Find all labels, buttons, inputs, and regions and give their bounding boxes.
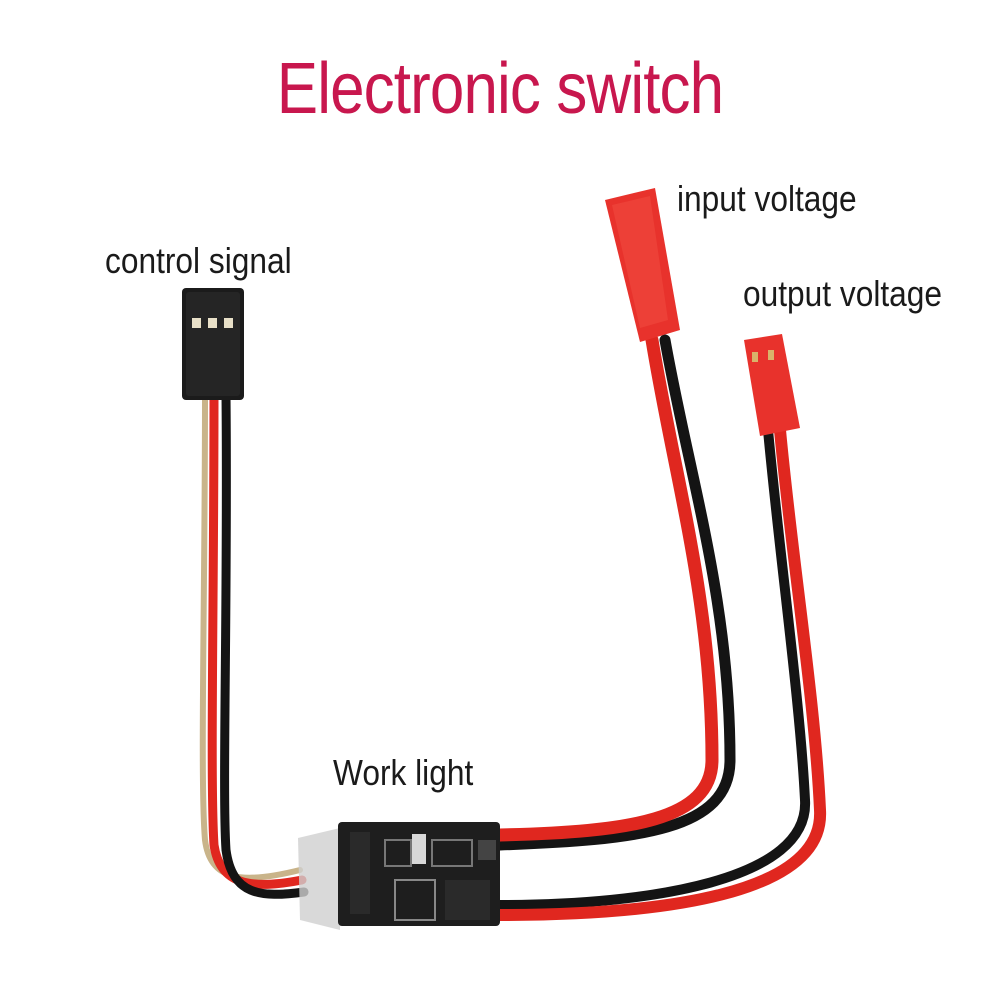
control-signal-connector [182, 288, 244, 400]
input-voltage-label: input voltage [677, 178, 857, 219]
input-voltage-connector [605, 188, 680, 342]
output-voltage-connector [744, 334, 800, 436]
control-signal-wires [199, 390, 309, 899]
output-voltage-wires [494, 424, 827, 921]
output-voltage-label: output voltage [743, 273, 943, 314]
work-light-led [412, 834, 426, 864]
page-title: Electronic switch [276, 49, 724, 129]
input-voltage-wires [493, 333, 736, 851]
work-light-label: Work light [333, 752, 474, 793]
switch-module [298, 822, 500, 930]
control-signal-label: control signal [105, 240, 292, 281]
